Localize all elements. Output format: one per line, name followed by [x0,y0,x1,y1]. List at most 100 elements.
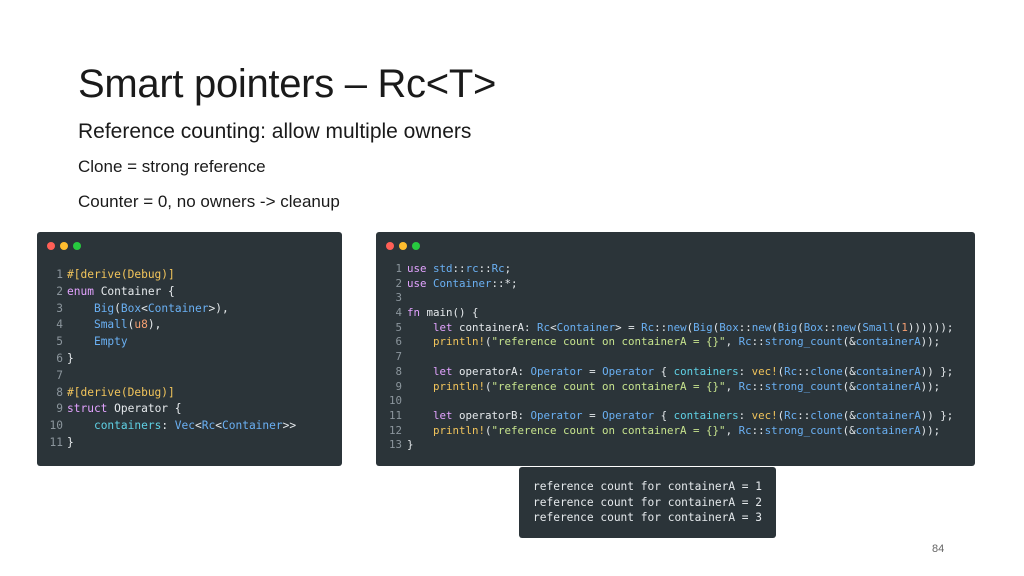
code-token: strong_count [764,423,843,437]
window-controls [386,242,425,250]
code-token [407,409,433,422]
bullet-clone: Clone = strong reference [78,157,266,176]
code-token: ( [771,320,778,334]
bullet-counter: Counter = 0, no owners -> cleanup [78,192,340,211]
code-token: Small [93,318,128,332]
code-token: new [667,320,687,334]
code-token: } [67,351,74,365]
line-number: 2 [56,284,63,298]
code-token: ( [797,320,804,334]
close-dot-icon [47,242,55,250]
code-token: :: [738,320,752,334]
code-token: , [725,423,739,437]
code-lines: 1 #[derive(Debug)] 2 enum Container { 3 Big(… [49,267,297,452]
code-token: strong_count [764,379,843,393]
code-token: println! [433,423,486,437]
code-token: Container [433,276,492,290]
code-token: #[derive(Debug)] [67,385,175,399]
code-token: (& [842,364,856,378]
code-token: Container [147,301,209,315]
code-token: vec! [751,364,778,378]
line-number: 5 [56,335,63,349]
code-line: 4 Small(u8), [49,317,296,334]
maximize-dot-icon [412,242,420,250]
line-number: 6 [395,335,402,349]
line-number: 2 [395,276,402,290]
code-line: 5 Empty [49,334,296,351]
code-token: { [654,364,674,378]
code-token: use [407,276,427,290]
code-line: 6} [49,351,296,368]
code-token: < [195,419,202,433]
code-token: )) }; [920,364,954,378]
code-token: 1 [901,320,908,334]
page-number: 84 [932,543,945,555]
code-token: = [582,408,603,422]
code-line: 3 [388,291,953,306]
code-token: , [725,335,739,349]
code-token: Box [719,320,739,334]
code-token: )); [920,335,941,349]
minimize-dot-icon [60,242,68,250]
code-token: Container { [93,284,175,298]
code-token: Rc [738,379,752,393]
code-token: Big [777,320,798,334]
code-token: let [433,364,453,378]
line-number: 1 [56,268,63,281]
code-line: 7 [49,368,296,385]
code-token [407,321,433,334]
code-token: >), [208,301,229,315]
code-token: (& [842,379,856,393]
code-token: Rc [738,423,752,437]
code-token: Rc [201,419,216,433]
code-token: let [433,320,453,334]
code-token: Box [120,301,142,315]
line-number: 11 [49,435,63,449]
code-token: >> [282,419,297,433]
line-number: 6 [56,351,63,365]
line-number: 9 [56,402,63,416]
code-line: 7 [388,350,953,365]
code-line: 6 println!("reference count on container… [388,335,953,350]
code-token: :: [654,320,668,334]
close-dot-icon [386,242,394,250]
code-token: :: [751,335,765,349]
code-token [407,424,433,437]
code-token: : [738,408,752,422]
line-number: 7 [56,368,63,382]
code-token: #[derive(Debug)] [67,268,175,281]
code-line: 2 enum Container { [49,284,296,301]
code-token [67,302,94,315]
code-token: main() { [420,306,479,320]
code-token: use [407,262,427,275]
code-token: (& [842,408,856,422]
code-line: 3 Big(Box<Container>), [49,301,296,318]
maximize-dot-icon [73,242,81,250]
code-token: Container [556,320,616,334]
code-token: Rc [491,262,505,275]
code-token: enum [67,284,94,298]
code-token: , [725,379,739,393]
code-token: let [433,408,453,422]
code-token: ( [686,320,694,334]
code-token: )); [920,423,941,437]
code-token: ( [777,408,785,422]
code-token: Vec [174,419,196,433]
line-number: 13 [388,438,402,452]
line-number: 7 [395,350,402,364]
code-token [407,335,433,348]
code-token: :: [478,262,492,275]
code-token: Rc [641,320,655,334]
code-token: "reference count on containerA = {}" [491,379,726,393]
line-number: 10 [49,419,63,433]
code-token: ( [712,320,720,334]
code-token: containerA [855,335,921,349]
code-line: 13} [388,438,953,453]
code-token: Operator [602,364,655,378]
code-token: struct [67,402,108,416]
code-token: { [654,408,674,422]
code-token: strong_count [764,335,843,349]
code-token: ), [147,318,162,332]
